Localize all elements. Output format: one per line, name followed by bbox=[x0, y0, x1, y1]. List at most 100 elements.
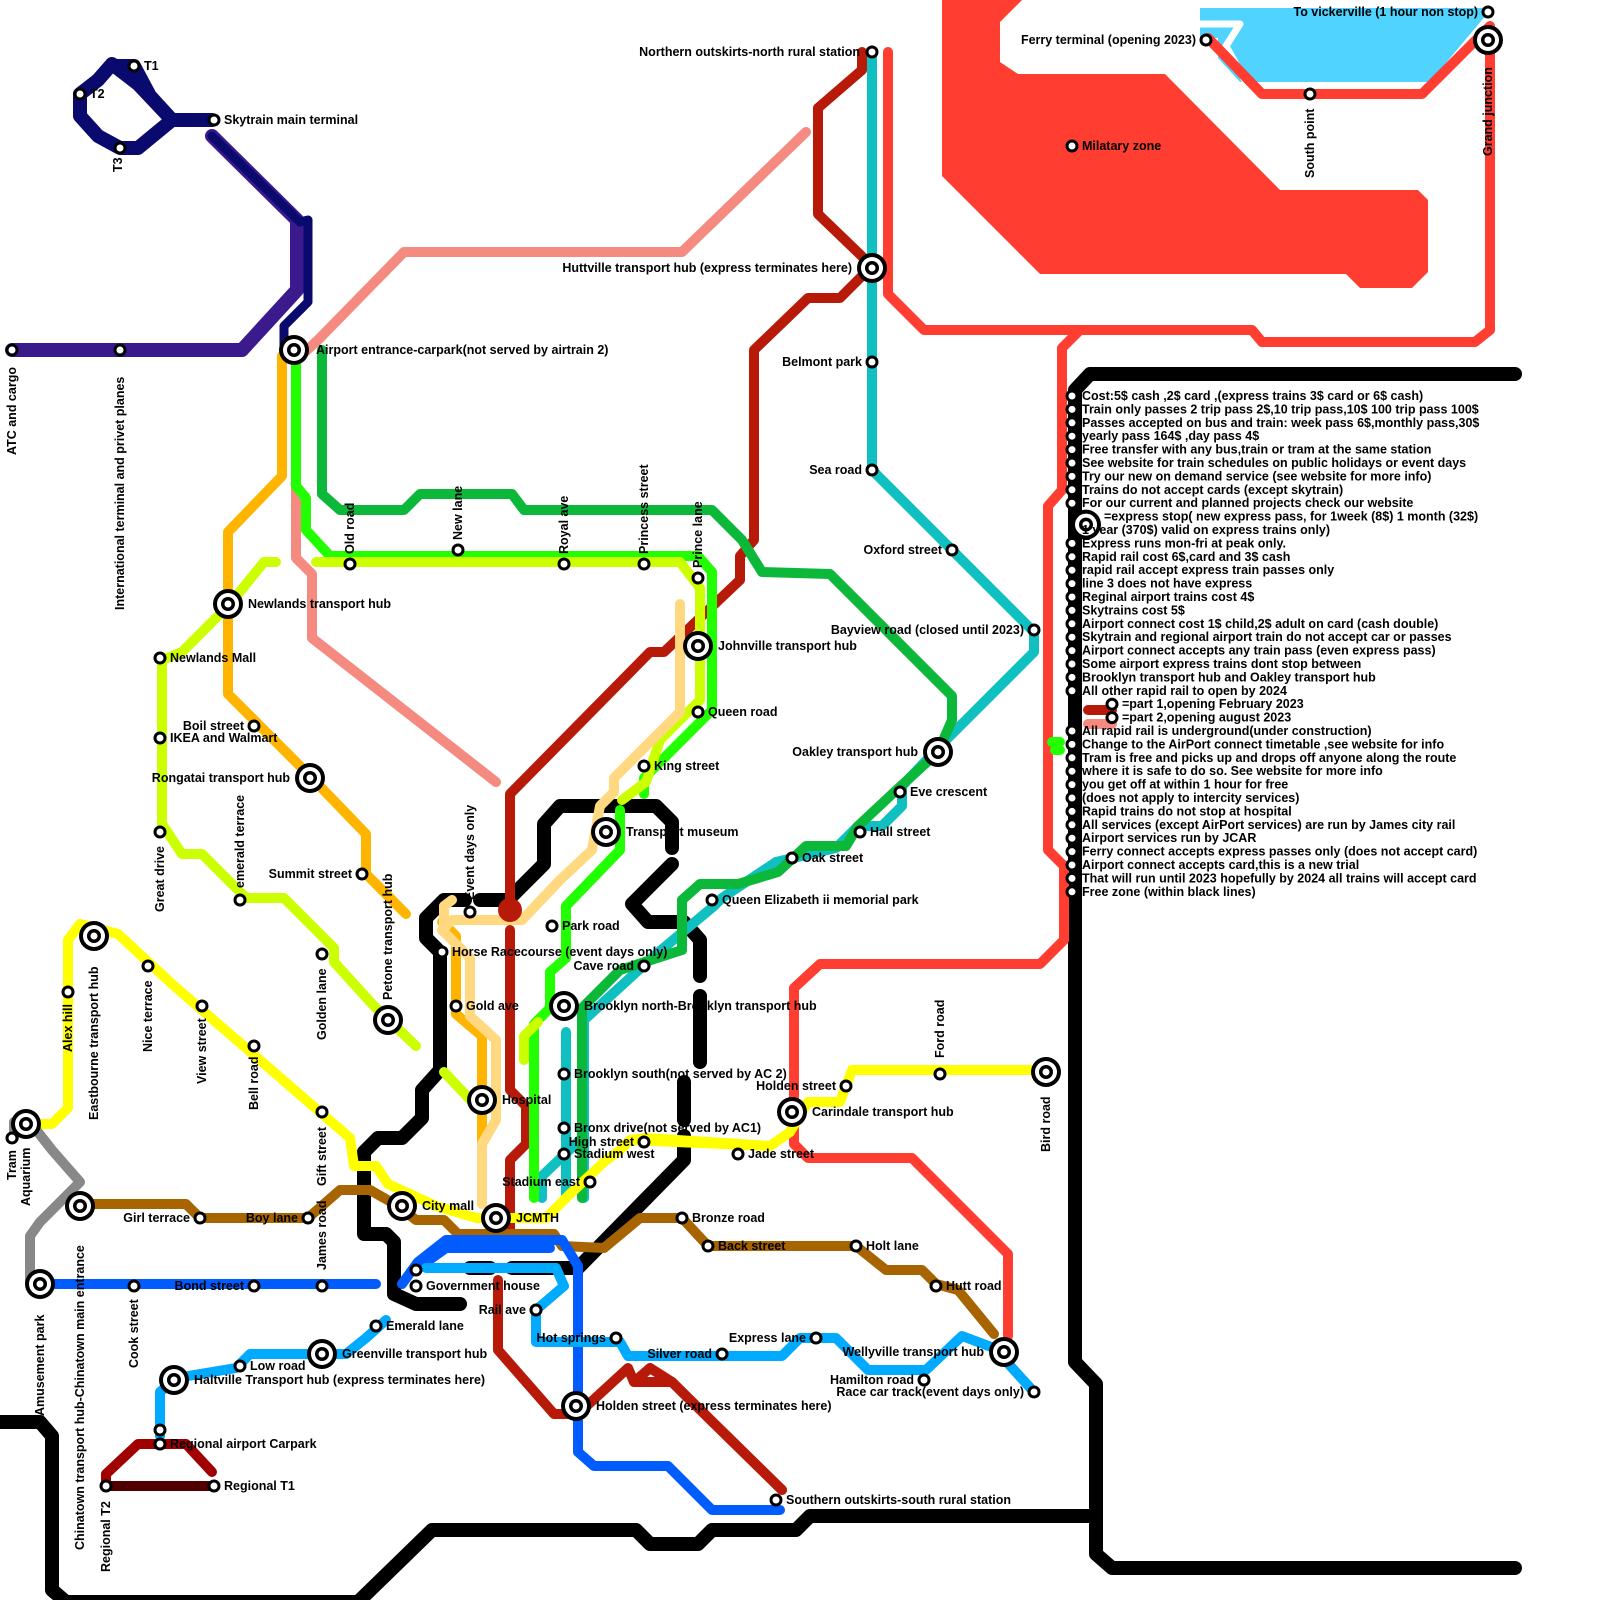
station-stop-boy-lane bbox=[303, 1213, 313, 1223]
label-southern-outskirts: Southern outskirts-south rural station bbox=[786, 1493, 1011, 1507]
station-stop-silver-road bbox=[717, 1349, 727, 1359]
station-stop-brooklyn-south bbox=[559, 1069, 569, 1079]
label-holden-street-express: Holden street (express terminates here) bbox=[596, 1399, 832, 1413]
label-gift-street: Gift street bbox=[315, 1126, 329, 1186]
legend-bullet bbox=[1067, 833, 1077, 843]
station-stop-bell-road bbox=[249, 1041, 259, 1051]
legend-bullet bbox=[1067, 565, 1077, 575]
label-bronze-road: Bronze road bbox=[692, 1211, 765, 1225]
legend-note: =part 1,opening February 2023 bbox=[1122, 697, 1304, 711]
legend-note: Airport connect accepts card,this is a n… bbox=[1082, 858, 1359, 872]
station-stop-stadium-east bbox=[585, 1177, 595, 1187]
legend-note: Brooklyn transport hub and Oakley transp… bbox=[1082, 670, 1376, 684]
station-stop-girl-terrace bbox=[195, 1213, 205, 1223]
station-stop-gift-street bbox=[317, 1107, 327, 1117]
label-queen-road: Queen road bbox=[708, 705, 777, 719]
legend-note: All other rapid rail to open by 2024 bbox=[1082, 684, 1287, 698]
label-regional-carpark: Regional airport Carpark bbox=[170, 1437, 317, 1451]
label-tram: Tram bbox=[5, 1150, 19, 1180]
legend-bullet bbox=[1067, 431, 1077, 441]
legend-bullet bbox=[1067, 445, 1077, 455]
station-stop-t1 bbox=[129, 61, 139, 71]
label-cook-street: Cook street bbox=[127, 1298, 141, 1368]
station-stop-bronze-road bbox=[677, 1213, 687, 1223]
station-hub-petone bbox=[373, 1005, 403, 1035]
legend-note: where it is safe to do so. See website f… bbox=[1081, 764, 1383, 778]
station-stop-great-drive bbox=[155, 827, 165, 837]
legend-note: Airport connect accepts any train pass (… bbox=[1082, 644, 1436, 658]
legend-note: Free zone (within black lines) bbox=[1082, 885, 1256, 899]
station-hub-transport-museum bbox=[591, 817, 621, 847]
station-hub-wellyville bbox=[989, 1337, 1019, 1367]
label-huttville: Huttville transport hub (express termina… bbox=[562, 261, 852, 275]
legend-note: Train only passes 2 trip pass 2$,10 trip… bbox=[1082, 402, 1479, 416]
station-stop-northern-outskirts bbox=[867, 47, 877, 57]
legend-note: That will run until 2023 hopefully by 20… bbox=[1082, 871, 1477, 885]
label-hutt-road: Hutt road bbox=[946, 1279, 1002, 1293]
legend-note: For our current and planned projects che… bbox=[1082, 496, 1413, 510]
label-horse-racecourse: Horse Racecourse (event days only) bbox=[452, 945, 667, 959]
station-stop-government-house bbox=[411, 1281, 421, 1291]
station-stop-golden-lane bbox=[317, 949, 327, 959]
station-stop-oak-street bbox=[787, 853, 797, 863]
station-stop-prince-lane bbox=[693, 573, 703, 583]
label-grand-junction: Grand junction bbox=[1481, 67, 1495, 156]
station-stop-t3 bbox=[115, 143, 125, 153]
legend-note: =express stop( new express pass, for 1we… bbox=[1104, 510, 1478, 524]
label-city-mall: City mall bbox=[422, 1199, 474, 1213]
station-hub-airport-entrance bbox=[279, 335, 309, 365]
station-hub-haltville bbox=[159, 1365, 189, 1395]
label-hospital: Hospital bbox=[502, 1093, 551, 1107]
label-old-road: Old road bbox=[343, 503, 357, 554]
station-stop-south-point bbox=[1305, 89, 1315, 99]
station-stop-express-lane bbox=[811, 1333, 821, 1343]
label-prince-lane: Prince lane bbox=[691, 501, 705, 568]
label-government-house: Government house bbox=[426, 1279, 540, 1293]
label-airport-entrance: Airport entrance-carpark(not served by a… bbox=[316, 343, 608, 357]
label-emerald-terrace: emerald terrace bbox=[233, 795, 247, 888]
station-hub-carindale bbox=[777, 1097, 807, 1127]
station-stop-oxford bbox=[947, 545, 957, 555]
station-hub-huttville bbox=[857, 253, 887, 283]
label-t2: T2 bbox=[90, 87, 105, 101]
station-stop-back-street bbox=[703, 1241, 713, 1251]
station-stop-to-vickerville bbox=[1483, 7, 1493, 17]
legend-bullet bbox=[1107, 713, 1117, 723]
salmon-line bbox=[296, 132, 806, 782]
legend-bullet bbox=[1067, 672, 1077, 682]
label-great-drive: Great drive bbox=[153, 846, 167, 912]
station-stop-ikea bbox=[155, 733, 165, 743]
station-stop-old-road bbox=[345, 559, 355, 569]
label-stadium-east: Stadium east bbox=[502, 1175, 581, 1189]
station-hub-hospital bbox=[467, 1085, 497, 1115]
legend-note: Skytrains cost 5$ bbox=[1082, 603, 1185, 617]
label-eastbourne: Eastbourne transport hub bbox=[87, 966, 101, 1120]
legend-note: Rapid rail cost 6$,card and 3$ cash bbox=[1082, 550, 1290, 564]
label-jcmth: JCMTH bbox=[516, 1211, 559, 1225]
legend-bullet bbox=[1107, 699, 1117, 709]
station-stop-southern-outskirts bbox=[771, 1495, 781, 1505]
label-park-road: Park road bbox=[562, 919, 620, 933]
rapid-terminus-dot bbox=[498, 898, 522, 922]
label-chinatown: Chinatown transport hub-Chinatown main e… bbox=[73, 1245, 87, 1550]
label-james-road: James road bbox=[315, 1201, 329, 1270]
station-stop-summit-street bbox=[357, 869, 367, 879]
label-eve-crescent: Eve crescent bbox=[910, 785, 988, 799]
label-aquarium: Aquarium bbox=[19, 1148, 33, 1206]
legend-bullet bbox=[1067, 538, 1077, 548]
legend-bullet bbox=[1067, 485, 1077, 495]
label-bond-street: Bond street bbox=[175, 1279, 245, 1293]
label-girl-terrace: Girl terrace bbox=[123, 1211, 190, 1225]
legend-bullet bbox=[1067, 646, 1077, 656]
legend-bullet bbox=[1067, 458, 1077, 468]
station-stop-view-street bbox=[197, 1001, 207, 1011]
label-greenville: Greenville transport hub bbox=[342, 1347, 488, 1361]
label-boy-lane: Boy lane bbox=[246, 1211, 298, 1225]
station-stop-emerald-lane bbox=[371, 1321, 381, 1331]
station-hub-amusement-park bbox=[25, 1269, 55, 1299]
label-transport-museum: Transport museum bbox=[626, 825, 739, 839]
legend-note: Airport connect cost 1$ child,2$ adult o… bbox=[1082, 617, 1438, 631]
label-haltville: Haltville Transport hub (express termina… bbox=[194, 1373, 485, 1387]
station-stop-hall-street bbox=[855, 827, 865, 837]
skytrain-line bbox=[12, 64, 308, 350]
